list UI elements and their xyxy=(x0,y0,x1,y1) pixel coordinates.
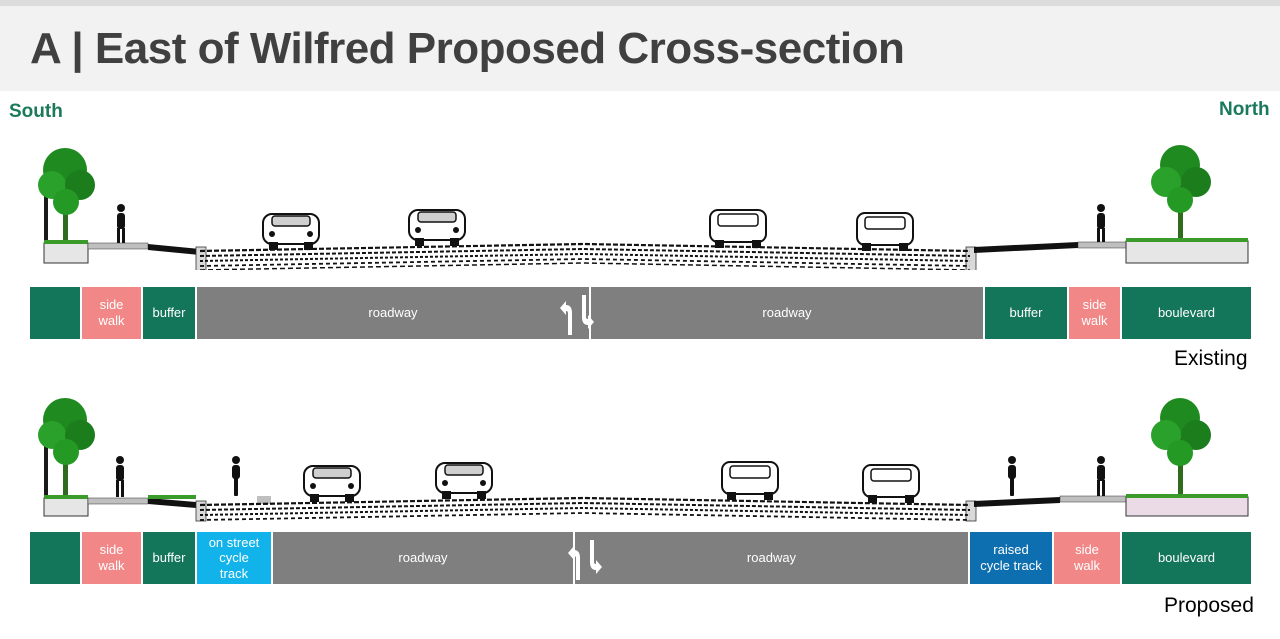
car-icon xyxy=(435,462,493,499)
delineator-post xyxy=(257,496,271,504)
planter-left xyxy=(43,497,89,517)
segment-roadway: roadway xyxy=(591,287,985,339)
street-light-icon xyxy=(44,414,48,498)
segment-roadway: roadway xyxy=(575,532,970,584)
tree-icon xyxy=(38,148,95,246)
segment-label: boulevard xyxy=(1157,305,1216,321)
turn-arrows-icon xyxy=(568,540,602,580)
segment-label: buffer xyxy=(1009,305,1043,321)
existing-caption: Existing xyxy=(1174,347,1248,370)
pedestrian-icon xyxy=(1097,456,1105,496)
segment-blank xyxy=(30,287,82,339)
proposed-section-band: side walk buffer on street cycle track road… xyxy=(30,532,1251,584)
segment-label: roadway xyxy=(368,305,418,321)
segment-label: side walk xyxy=(98,542,125,573)
car-icon xyxy=(408,209,466,246)
car-icon xyxy=(262,213,320,250)
segment-boulevard: boulevard xyxy=(1122,532,1251,584)
car-icon xyxy=(862,464,920,503)
cyclist-icon xyxy=(232,456,240,496)
segment-side-walk: side walk xyxy=(1069,287,1122,339)
direction-north-label: North xyxy=(1219,99,1270,120)
planter-right xyxy=(1125,496,1249,517)
segment-label: raised cycle track xyxy=(980,542,1042,573)
segment-boulevard: boulevard xyxy=(1122,287,1251,339)
segment-label: side walk xyxy=(1073,542,1100,573)
segment-buffer: buffer xyxy=(143,287,197,339)
existing-cross-section-illustration xyxy=(0,130,1280,274)
street-light-icon xyxy=(44,164,48,248)
segment-label: buffer xyxy=(152,305,186,321)
segment-side-walk: side walk xyxy=(82,287,143,339)
tree-icon xyxy=(1151,145,1211,241)
tree-icon xyxy=(38,398,95,496)
page-title: A | East of Wilfred Proposed Cross-secti… xyxy=(30,24,905,73)
segment-blank xyxy=(30,532,82,584)
planter-right xyxy=(1125,240,1249,264)
direction-south-label: South xyxy=(9,101,63,122)
car-icon xyxy=(721,461,779,500)
turn-arrows-icon xyxy=(560,295,594,335)
segment-buffer: buffer xyxy=(143,532,197,584)
pedestrian-icon xyxy=(1097,204,1105,242)
segment-buffer: buffer xyxy=(985,287,1069,339)
segment-label: roadway xyxy=(746,550,797,566)
pedestrian-icon xyxy=(117,204,125,243)
segment-side-walk: side walk xyxy=(1054,532,1122,584)
slide-header: A | East of Wilfred Proposed Cross-secti… xyxy=(0,0,1280,91)
planter-left xyxy=(43,242,89,264)
segment-label: roadway xyxy=(762,305,812,321)
segment-label: roadway xyxy=(398,550,448,566)
segment-raised-cycle-track: raised cycle track xyxy=(970,532,1054,584)
pedestrian-icon xyxy=(116,456,124,497)
segment-label: boulevard xyxy=(1157,550,1216,566)
segment-label: buffer xyxy=(152,550,186,566)
segment-roadway: roadway xyxy=(273,532,575,584)
existing-section-band: side walk buffer roadway roadway buffer side … xyxy=(30,287,1251,339)
tree-icon xyxy=(1151,398,1211,494)
proposed-caption: Proposed xyxy=(1164,594,1254,617)
car-icon xyxy=(856,212,914,251)
segment-label: on street cycle track xyxy=(208,534,260,581)
segment-label: side walk xyxy=(98,297,125,328)
cyclist-icon xyxy=(1008,456,1016,496)
proposed-cross-section-illustration xyxy=(0,380,1280,522)
segment-roadway: roadway xyxy=(197,287,591,339)
segment-label: side walk xyxy=(1081,297,1108,328)
car-icon xyxy=(709,209,767,248)
segment-side-walk: side walk xyxy=(82,532,143,584)
car-icon xyxy=(303,465,361,502)
segment-on-street-cycle-track: on street cycle track xyxy=(197,532,273,584)
